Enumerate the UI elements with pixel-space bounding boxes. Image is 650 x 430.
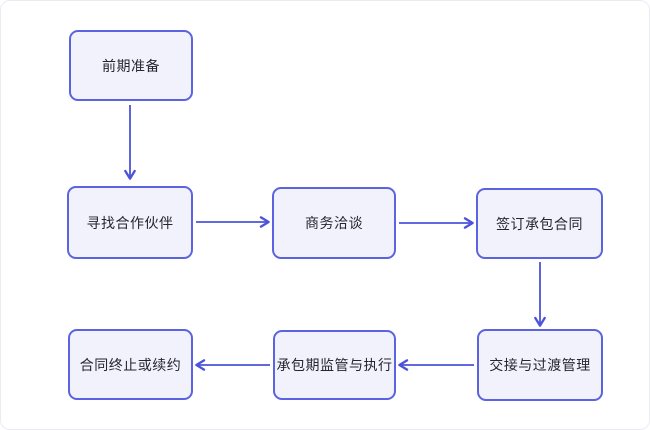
flow-node-negotiate: 商务洽谈 [272,187,396,259]
flow-node-terminate: 合同终止或续约 [68,329,193,400]
flow-node-sign: 签订承包合同 [476,188,603,259]
flow-node-supervise: 承包期监管与执行 [273,330,396,400]
flow-node-handover: 交接与过渡管理 [477,329,603,401]
flow-node-prep: 前期准备 [69,30,193,101]
flow-node-partner: 寻找合作伙伴 [67,186,193,259]
